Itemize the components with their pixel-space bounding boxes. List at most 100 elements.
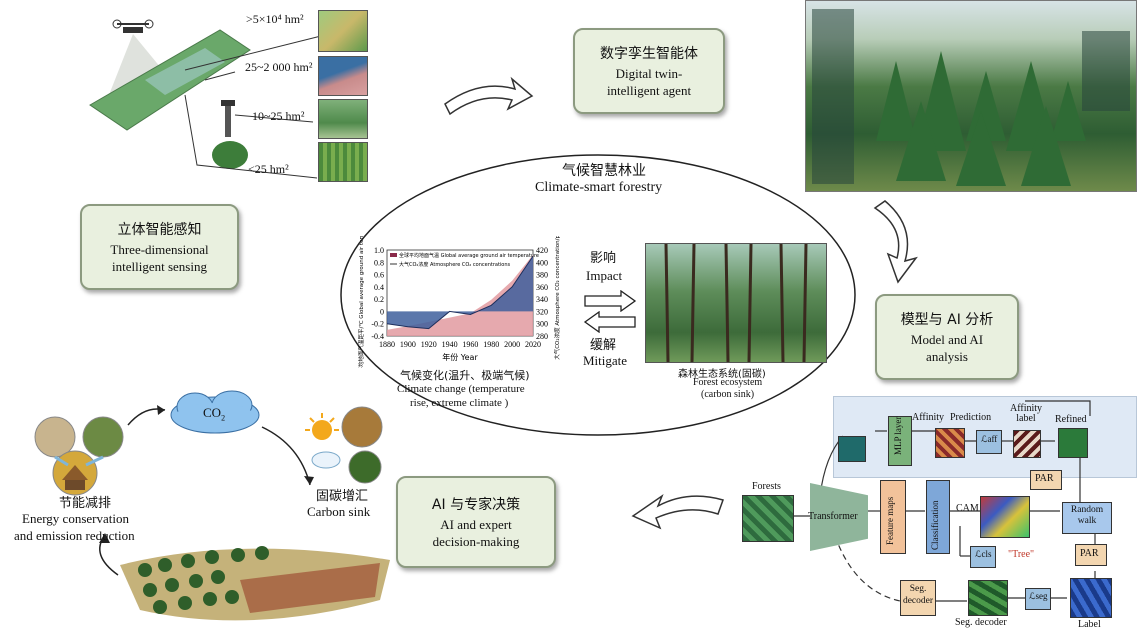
- y-left-tick-label: 0: [380, 307, 384, 316]
- seg-decoder-box-label: Seg. decoder: [902, 584, 934, 606]
- climate-label-en2: rise, extreme climate ): [410, 397, 509, 409]
- scale-label-3: 10~25 hm²: [252, 109, 305, 123]
- l-seg-label: ℒseg: [1029, 591, 1048, 601]
- cloud-small-icon: [311, 451, 341, 469]
- climate-label-zh: 气候变化(温升、极端气候): [400, 369, 530, 382]
- carbon-sink-zh: 固碳增汇: [316, 489, 369, 504]
- y-left-tick-label: 0.2: [374, 295, 384, 304]
- y-left-axis-label: 全球平均地面气温距平/℃ Global average ground air t…: [357, 236, 365, 368]
- satellite-tile: [318, 10, 368, 52]
- feature-maps-block: [880, 480, 906, 554]
- y-right-axis-label: 大气CO₂浓度 Atmosphere CO₂ concentration/ppm: [553, 236, 561, 360]
- ai-expert-zh: AI 与专家决策: [431, 497, 521, 513]
- l-aff-label: ℒaff: [981, 434, 998, 444]
- forests-label: Forests: [752, 481, 781, 492]
- scale-label-2: 25~2 000 hm²: [245, 60, 313, 74]
- energy-zh: 节能减排: [59, 496, 112, 511]
- mlp-label: MLP layer: [893, 416, 903, 455]
- digital-twin-zh: 数字孪生智能体: [600, 46, 698, 62]
- l-cls-box: [970, 546, 996, 568]
- legend-temperature-swatch: [390, 253, 397, 257]
- plant-photo-icon: [341, 406, 383, 448]
- uav-tile: [318, 99, 368, 139]
- carbon-illustration: [34, 390, 390, 621]
- y-right-tick-label: 280: [536, 332, 548, 341]
- transformer-block: [810, 483, 868, 551]
- transformer-label: Transformer: [808, 511, 858, 522]
- feature-maps-label: Feature maps: [885, 496, 895, 545]
- center-title-zh: 气候智慧林业: [562, 163, 646, 179]
- affinity-label: Affinity: [912, 412, 945, 423]
- co2-label: CO2: [203, 405, 225, 423]
- tree-cluster: [212, 141, 248, 169]
- x-tick-label: 1980: [483, 340, 499, 349]
- sun-icon: [305, 413, 339, 440]
- refined-map: [1058, 428, 1088, 458]
- ai-expert-box: AI 与专家决策 AI and expert decision-making: [396, 476, 556, 568]
- refined-label: Refined: [1055, 414, 1087, 425]
- affinity-prediction-map: [935, 428, 965, 458]
- ground-tile: [318, 142, 368, 182]
- y-left-tick-label: -0.4: [371, 332, 384, 341]
- cam-label: CAM: [956, 503, 979, 514]
- forest-photo: [645, 243, 827, 363]
- y-right-tick-label: 380: [536, 271, 548, 280]
- arrow-sensing-to-twin: [444, 76, 534, 116]
- energy-en1: Energy conservation: [22, 511, 129, 526]
- three-d-sensing-box: 立体智能感知 Three-dimensional intelligent sen…: [80, 204, 239, 290]
- three-d-en2: intelligent sensing: [112, 259, 207, 274]
- affinity-label-map: [1013, 430, 1041, 458]
- tree-photo-icon: [82, 416, 124, 458]
- x-tick-label: 2000: [504, 340, 520, 349]
- co2-text: CO: [203, 405, 222, 420]
- seg-decoder-output: [968, 580, 1008, 616]
- forests-input-image: [742, 495, 794, 542]
- temperature-series-area: [387, 256, 533, 329]
- three-d-en1: Three-dimensional: [110, 242, 209, 257]
- arrow-twin-to-model: [873, 200, 918, 284]
- forest-land-illustration: [120, 546, 390, 621]
- ai-expert-en2: decision-making: [432, 534, 520, 549]
- mitigate-arrow: [583, 311, 636, 333]
- classification-block: [926, 480, 950, 554]
- digital-twin-scene: [805, 0, 1137, 192]
- digital-twin-box: 数字孪生智能体 Digital twin- intelligent agent: [573, 28, 725, 114]
- affinity-label-label: Affinity label: [1010, 403, 1043, 424]
- x-tick-label: 1880: [379, 340, 395, 349]
- x-tick-label: 1960: [462, 340, 478, 349]
- x-tick-label: 2020: [525, 340, 541, 349]
- digital-twin-en2: intelligent agent: [606, 83, 692, 98]
- par-box-1: [1030, 470, 1062, 490]
- scale-label-1: >5×10⁴ hm²: [246, 12, 304, 26]
- ai-expert-en1: AI and expert: [440, 517, 512, 532]
- model-ai-zh: 模型与 AI 分析: [900, 312, 994, 328]
- y-right-tick-label: 340: [536, 295, 548, 304]
- legend-temperature-label: 全球平均地面气温 Global average ground air tempe…: [399, 252, 539, 259]
- legend-co2-label: 大气CO₂浓度 Atmosphere CO₂ concentrations: [399, 261, 511, 268]
- carbon-sink-en: Carbon sink: [307, 504, 371, 519]
- co2-subscript: 2: [221, 413, 226, 423]
- model-ai-en1: Model and AI: [910, 332, 984, 347]
- x-tick-label: 1920: [421, 340, 437, 349]
- forest-label-en2: (carbon sink): [701, 389, 755, 400]
- feature-cube: [838, 436, 866, 462]
- seg-decoder-caption: Seg. decoder: [955, 617, 1007, 628]
- three-d-zh: 立体智能感知: [117, 222, 202, 238]
- cam-map: [980, 496, 1030, 538]
- twin-left-panel: [812, 9, 854, 184]
- forest-label-en1: Forest ecosystem: [693, 377, 763, 388]
- par-box-2: [1075, 544, 1107, 566]
- tree-label: "Tree": [1008, 549, 1035, 560]
- random-walk-box: [1062, 502, 1112, 534]
- random-walk-label: Random walk: [1070, 505, 1104, 526]
- l-seg-box: [1025, 588, 1051, 610]
- x-tick-label: 1940: [442, 340, 458, 349]
- l-aff-box: [976, 430, 1002, 454]
- par-label-1: PAR: [1035, 473, 1054, 484]
- center-ellipse: [340, 154, 856, 436]
- classification-label: Classification: [930, 500, 940, 551]
- scale-label-4: <25 hm²: [248, 162, 289, 176]
- y-left-tick-label: 0.4: [374, 283, 384, 292]
- wood-photo-icon: [34, 416, 76, 458]
- center-title-en: Climate-smart forestry: [535, 180, 663, 195]
